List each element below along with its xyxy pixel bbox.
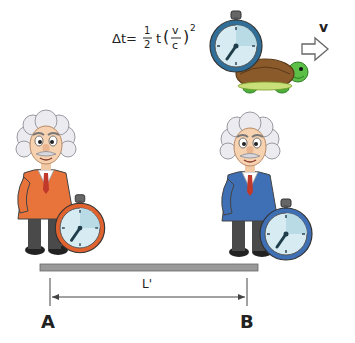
formula-text: ) bbox=[183, 29, 189, 45]
velocity-label: v bbox=[319, 20, 328, 34]
formula-text: 1 bbox=[144, 26, 150, 36]
motion-arrow bbox=[302, 38, 328, 60]
point-label: B bbox=[240, 313, 254, 331]
stopwatch bbox=[55, 195, 104, 253]
point-label: A bbox=[41, 313, 55, 331]
formula-text: 2 bbox=[190, 24, 196, 33]
stopwatch bbox=[260, 199, 312, 260]
arrowhead bbox=[52, 294, 59, 300]
formula-text: t bbox=[156, 32, 161, 45]
dimension-line bbox=[52, 297, 245, 298]
formula-text: 2 bbox=[144, 40, 150, 50]
formula-text: ( bbox=[163, 29, 169, 45]
stopwatch bbox=[210, 11, 262, 72]
dimension-tick bbox=[50, 278, 51, 306]
formula-text: Δt= bbox=[112, 32, 137, 45]
formula-text: v bbox=[172, 25, 179, 36]
length-label: L' bbox=[142, 278, 152, 290]
arrowhead bbox=[238, 294, 245, 300]
formula-text: c bbox=[172, 40, 178, 51]
platform bbox=[40, 264, 258, 271]
dimension-tick bbox=[247, 278, 248, 306]
fraction-bar bbox=[143, 38, 152, 39]
fraction-bar bbox=[171, 38, 181, 39]
